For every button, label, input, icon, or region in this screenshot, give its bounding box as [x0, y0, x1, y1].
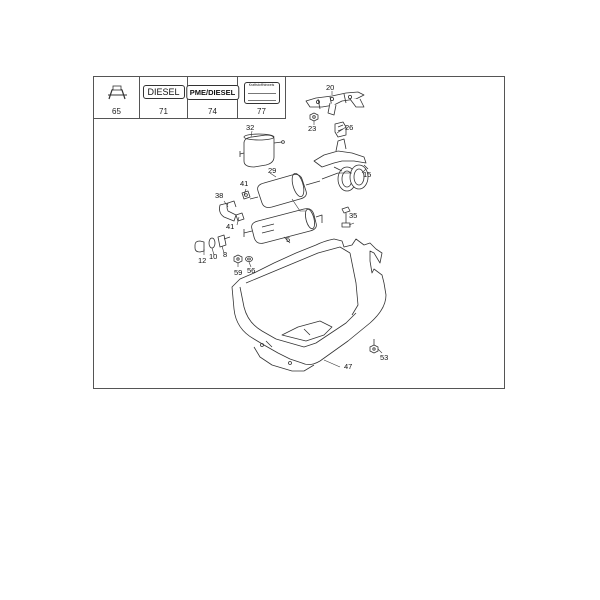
callout-20: 20	[326, 83, 335, 92]
leader-lines	[203, 91, 383, 368]
callout-23: 23	[308, 124, 317, 133]
callout-29: 29	[268, 166, 277, 175]
fitting-8	[217, 234, 231, 248]
legend-cell-plate: Kraftstoffhinweis 77	[238, 77, 286, 119]
callout-59: 59	[234, 268, 243, 277]
tray-cover-47	[231, 238, 387, 372]
clip-icon	[108, 85, 127, 100]
callout-26: 26	[345, 123, 354, 132]
rubber-mount-26	[334, 121, 347, 138]
legend-num-65: 65	[112, 107, 121, 116]
callout-41-upper: 41	[240, 179, 249, 188]
diesel-badge: DIESEL	[142, 85, 185, 99]
fuel-info-plate: Kraftstoffhinweis	[243, 82, 280, 104]
callout-10: 10	[209, 252, 218, 261]
fuel-filter-29	[249, 172, 339, 208]
nut-23	[309, 112, 319, 122]
callout-53: 53	[380, 353, 389, 362]
bolt-35	[341, 206, 351, 228]
hose-clamp-41-lower	[235, 212, 245, 222]
fuel-pump-5	[243, 208, 323, 244]
callout-32: 32	[246, 123, 255, 132]
legend-cell-diesel: DIESEL 71	[140, 77, 188, 119]
hose-clamp-41-upper	[241, 190, 251, 200]
callout-15: 15	[363, 170, 372, 179]
nut-59	[233, 254, 243, 264]
legend-num-71: 71	[159, 107, 168, 116]
callout-5: 5	[286, 235, 291, 244]
pme-diesel-badge: PME/DIESEL	[185, 85, 240, 100]
callout-41-lower: 41	[226, 222, 235, 231]
callout-47: 47	[344, 362, 353, 371]
exploded-view-drawing	[194, 91, 387, 372]
hose-elbow-38	[219, 200, 237, 222]
nut-53	[369, 339, 379, 354]
cap-12	[194, 240, 205, 253]
legend-row: 65 DIESEL 71 PME/DIESEL 74 Kraftstoffhin…	[94, 77, 286, 119]
callout-35: 35	[349, 211, 358, 220]
legend-num-74: 74	[208, 107, 217, 116]
seal-ring-10	[208, 237, 216, 249]
callout-8: 8	[223, 250, 228, 259]
callout-38: 38	[215, 191, 224, 200]
pump-holder-15	[313, 138, 369, 192]
callout-12: 12	[198, 256, 207, 265]
fuel-filter-32	[239, 133, 285, 168]
parts-diagram-frame: 65 DIESEL 71 PME/DIESEL 74 Kraftstoffhin…	[93, 76, 505, 389]
legend-num-77: 77	[257, 107, 266, 116]
plate-label: Kraftstoffhinweis	[248, 83, 275, 87]
legend-cell-clip: 65	[94, 77, 140, 119]
washer-56	[245, 256, 253, 262]
legend-cell-pme: PME/DIESEL 74	[185, 77, 240, 119]
callout-56: 56	[247, 266, 256, 275]
mounting-bracket	[305, 91, 365, 116]
